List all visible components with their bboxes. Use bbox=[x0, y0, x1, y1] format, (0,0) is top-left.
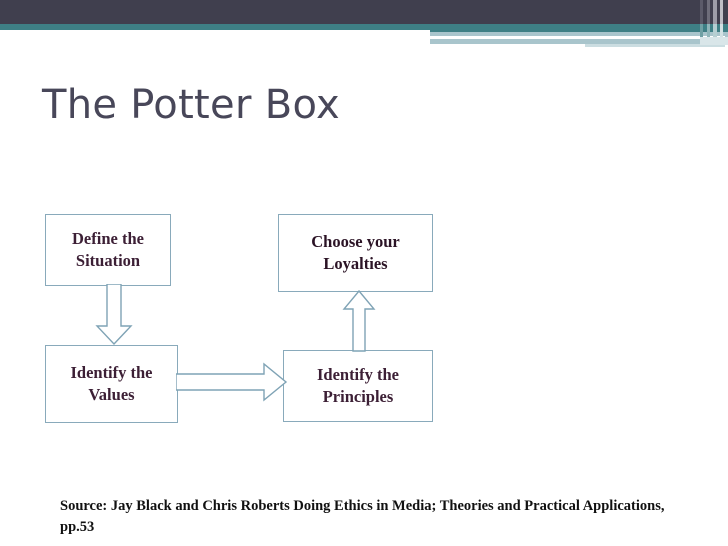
page-title: The Potter Box bbox=[42, 82, 340, 128]
diagram-box-choose-your-loyalties[interactable]: Choose your Loyalties bbox=[278, 214, 433, 292]
diagram-box-identify-the-principles[interactable]: Identify the Principles bbox=[283, 350, 433, 422]
diagram-box-label-line2: Values bbox=[88, 385, 135, 404]
diagram-box-label-line1: Choose your bbox=[311, 231, 400, 251]
diagram-box-label: Define the Situation bbox=[72, 228, 144, 273]
arrow-up-icon bbox=[342, 290, 376, 352]
diagram-box-label-line2: Situation bbox=[75, 251, 141, 270]
source-note: Source: Jay Black and Chris Roberts Doin… bbox=[60, 496, 680, 538]
diagram-box-label: Identify the Principles bbox=[317, 364, 399, 409]
diagram-box-label-line2: Principles bbox=[322, 387, 394, 406]
diagram-box-identify-the-values[interactable]: Identify the Values bbox=[45, 345, 178, 423]
source-note-line2: Applications, pp.53 bbox=[60, 498, 665, 536]
diagram-box-label-line1: Define the bbox=[72, 228, 144, 248]
source-note-line1: Source: Jay Black and Chris Roberts Doin… bbox=[60, 498, 580, 514]
diagram-box-label: Choose your Loyalties bbox=[311, 231, 399, 276]
diagram-box-define-the-situation[interactable]: Define the Situation bbox=[45, 214, 171, 286]
arrow-down-icon bbox=[95, 284, 133, 346]
diagram-box-label-line2: Loyalties bbox=[323, 254, 388, 273]
diagram-box-label: Identify the Values bbox=[70, 362, 152, 407]
arrow-right-icon bbox=[176, 362, 288, 402]
diagram-box-label-line1: Identify the bbox=[316, 364, 400, 384]
diagram-box-label-line1: Identify the bbox=[70, 362, 153, 382]
